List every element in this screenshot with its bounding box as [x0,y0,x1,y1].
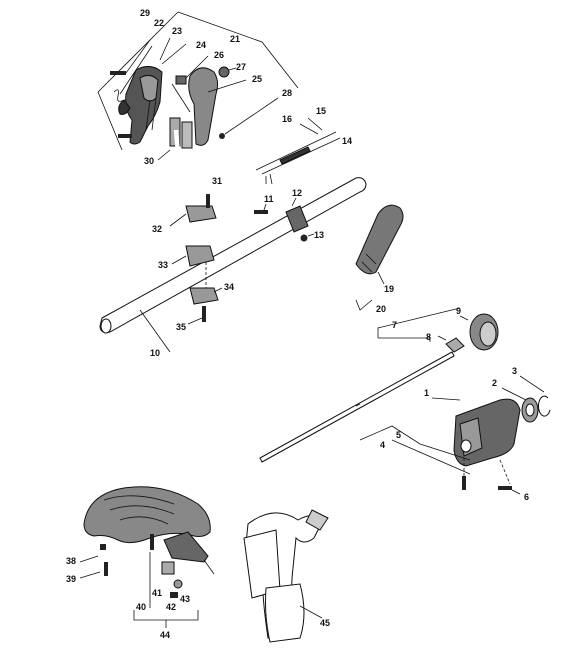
nut-28 [219,97,279,139]
throttle-trigger [118,99,131,115]
nut-13 [300,233,315,242]
label-23: 23 [172,26,182,36]
screw-11 [254,203,268,214]
label-29: 29 [140,8,150,18]
label-42: 42 [166,602,176,612]
label-21: 21 [230,34,240,44]
label-38: 38 [66,556,76,566]
label-3: 3 [512,366,517,376]
label-6: 6 [524,492,529,502]
label-12: 12 [292,188,302,198]
label-30: 30 [144,156,154,166]
label-2: 2 [492,378,497,388]
label-28: 28 [282,88,292,98]
label-7: 7 [392,320,397,330]
drive-shaft [259,307,461,463]
screw-handle-bottom [118,134,132,138]
label-32: 32 [152,224,162,234]
label-25: 25 [252,74,262,84]
part-number-labels: 29 22 23 24 21 26 27 25 28 30 15 16 14 3… [66,8,529,640]
label-34: 34 [224,282,234,292]
label-1: 1 [424,388,429,398]
cable-25 [171,83,191,113]
label-35: 35 [176,322,186,332]
label-19: 19 [384,284,394,294]
lever-26 [175,55,209,85]
guard-fasteners [79,534,199,628]
label-4: 4 [380,440,385,450]
label-8: 8 [426,332,431,342]
label-27: 27 [236,62,246,72]
label-16: 16 [282,114,292,124]
clamp-12 [285,197,309,233]
label-22: 22 [154,18,164,28]
label-10: 10 [150,348,160,358]
label-41: 41 [152,588,162,598]
circlip-3 [519,375,551,417]
coupling-8 [437,335,465,353]
throttle-cable-assembly [255,117,341,185]
label-14: 14 [342,136,352,146]
label-45: 45 [320,618,330,628]
label-44: 44 [160,630,170,640]
label-9: 9 [456,306,461,316]
label-24: 24 [196,40,206,50]
label-43: 43 [180,594,190,604]
screw-29 [110,39,151,75]
clamp-32 [169,194,217,227]
gearhead-1 [431,397,521,467]
nut-27 [218,66,237,78]
label-39: 39 [66,574,76,584]
label-15: 15 [316,106,326,116]
label-5: 5 [396,430,401,440]
handlebar-loop [155,129,404,311]
label-33: 33 [158,260,168,270]
handle-shell-left [125,37,187,145]
label-13: 13 [314,230,324,240]
bearing-2 [501,387,539,423]
label-26: 26 [214,50,224,60]
throttle-handle-assembly [97,11,299,161]
guard-assembly [83,486,215,575]
clamp-33 [171,245,215,292]
grip-19 [355,204,404,285]
harness-45 [243,509,329,643]
label-40: 40 [136,602,146,612]
label-11: 11 [264,194,274,204]
handle-shell-right [188,67,247,146]
tube-10 [99,177,367,353]
label-20: 20 [376,304,386,314]
clutch-drum-9 [459,313,499,351]
label-31: 31 [212,176,222,186]
screws-4-5-6 [359,425,521,495]
clamp-34 [187,287,223,325]
